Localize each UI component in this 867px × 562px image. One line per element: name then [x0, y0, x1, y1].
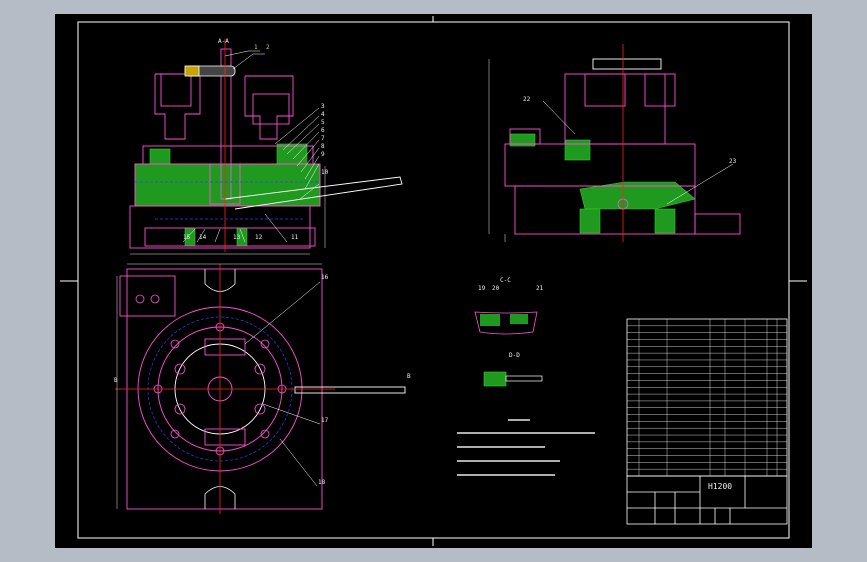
drawing-number: H1200 — [708, 482, 733, 491]
detail-c-hatch — [480, 314, 500, 326]
pin-circle — [617, 198, 629, 210]
drawing-sheet: 1 2 3 4 5 6 7 8 9 10 11 12 13 14 15 16 1… — [55, 14, 812, 548]
detail-d-title: D-D — [509, 352, 520, 359]
part-number-11: 11 — [291, 234, 299, 241]
part-number-2: 2 — [266, 44, 270, 51]
detail-views — [474, 311, 543, 387]
detail-d-hatch — [483, 371, 507, 387]
detail-d-pin — [505, 375, 543, 382]
cad-drawing — [60, 16, 807, 546]
part-number-23: 23 — [729, 158, 737, 165]
front-outlines — [129, 48, 321, 249]
plan-dims — [116, 263, 322, 509]
part-number-1: 1 — [254, 44, 258, 51]
part-number-6: 6 — [321, 127, 325, 134]
detail-c-title: C-C — [500, 277, 511, 284]
hidden-lines — [135, 181, 320, 220]
front-section-view — [129, 39, 403, 255]
hatch-areas — [134, 143, 321, 247]
drawing-frame — [60, 16, 807, 546]
part-number-13: 13 — [233, 234, 241, 241]
part-number-4: 4 — [321, 111, 325, 118]
side-dimension — [488, 59, 506, 242]
parts-list — [626, 318, 788, 477]
part-number-15: 15 — [183, 234, 191, 241]
part-number-18: 18 — [318, 479, 326, 486]
part-number-12: 12 — [255, 234, 263, 241]
part-number-19: 19 — [478, 285, 486, 292]
dimension-lines — [130, 166, 326, 255]
lever-arm — [224, 176, 403, 210]
part-number-14: 14 — [199, 234, 207, 241]
part-number-3: 3 — [321, 103, 325, 110]
leaders — [182, 50, 320, 243]
part-number-17: 17 — [321, 417, 329, 424]
side-section-view — [488, 44, 741, 242]
part-number-16: 16 — [321, 274, 329, 281]
plan-lever — [294, 386, 406, 394]
section-mark-b-right: B — [407, 373, 411, 380]
part-number-8: 8 — [321, 143, 325, 150]
plan-view — [115, 263, 406, 514]
side-outlines — [504, 58, 741, 235]
detail-c-outline — [474, 311, 538, 335]
plan-center — [115, 264, 335, 514]
part-number-7: 7 — [321, 135, 325, 142]
part-number-20: 20 — [492, 285, 500, 292]
section-mark-a: A-A — [218, 38, 229, 45]
part-number-5: 5 — [321, 119, 325, 126]
section-mark-b-left: B — [114, 377, 118, 384]
part-number-22: 22 — [523, 96, 531, 103]
handle — [184, 65, 236, 77]
technical-notes — [457, 419, 595, 476]
part-number-9: 9 — [321, 151, 325, 158]
part-number-10: 10 — [321, 169, 329, 176]
side-hatch — [509, 133, 696, 234]
side-leaders — [542, 100, 734, 205]
plan-leaders — [244, 281, 321, 487]
title-block — [626, 475, 788, 525]
part-number-21: 21 — [536, 285, 544, 292]
